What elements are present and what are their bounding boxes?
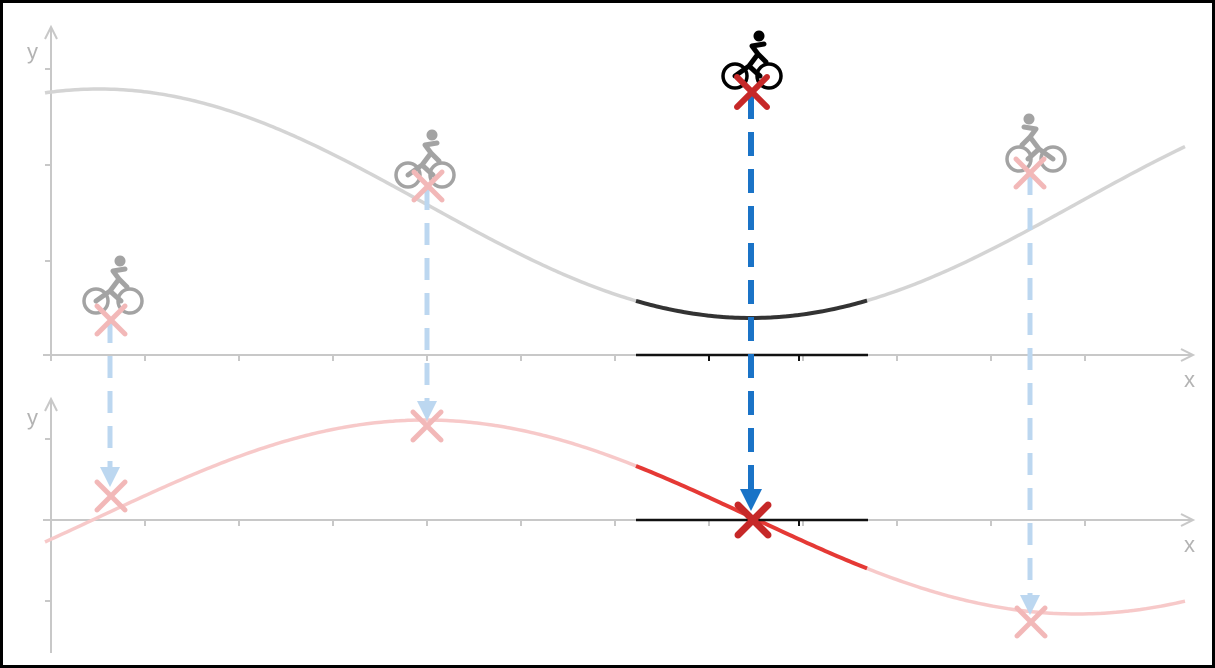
cross-marker-icon	[94, 479, 128, 513]
cross-marker-icon	[411, 169, 445, 203]
down-arrow-icon	[740, 95, 762, 511]
cross-marker-icon	[410, 409, 444, 443]
cyclist-icon	[723, 31, 781, 88]
down-arrow-icon	[1020, 173, 1040, 615]
cross-marker-icon	[734, 501, 772, 539]
cyclist-icon	[396, 130, 454, 187]
bottom-x-label: x	[1184, 532, 1195, 557]
bottom-y-label: y	[27, 405, 38, 430]
top-x-label: x	[1184, 367, 1195, 392]
cyclist-icon	[84, 256, 142, 313]
cross-marker-icon	[94, 303, 128, 337]
cyclist-icon	[1007, 114, 1065, 171]
bottom-x-axis	[43, 513, 1196, 527]
top-y-axis	[44, 24, 58, 361]
cross-marker-icon	[734, 74, 770, 110]
bottom-panel: y x	[27, 396, 1196, 653]
down-arrow-icon	[417, 188, 437, 421]
top-panel: y x	[27, 24, 1196, 392]
down-arrow-icon	[100, 321, 120, 487]
top-x-axis	[43, 348, 1196, 362]
top-y-label: y	[27, 39, 38, 64]
cross-marker-icon	[1013, 156, 1047, 190]
bottom-y-axis	[44, 396, 58, 653]
derivative-curve	[44, 418, 1186, 616]
projection-arrows	[100, 95, 1040, 615]
function-curve	[44, 87, 1186, 320]
cross-marker-icon	[1014, 605, 1048, 639]
derivative-diagram: y x	[27, 24, 1196, 653]
